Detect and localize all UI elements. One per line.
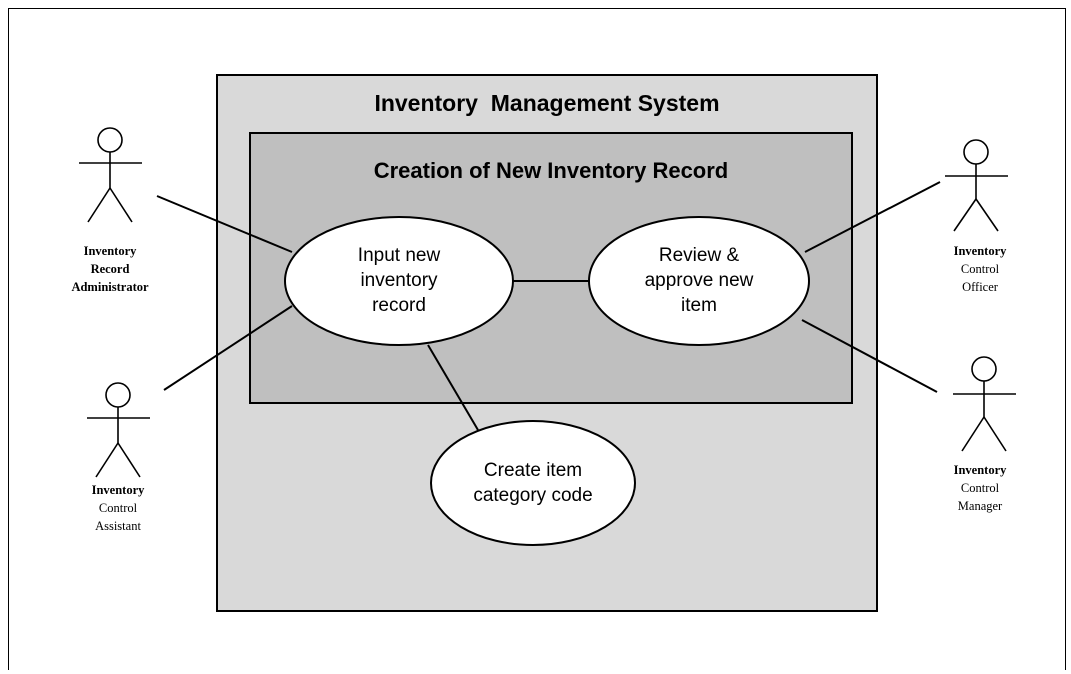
actor-officer-label-line-2: Control — [960, 262, 1000, 276]
actor-assistant-label-line-3: Assistant — [95, 519, 141, 533]
association-input-create — [427, 344, 479, 431]
actor-admin-label-line-3: Administrator — [71, 280, 149, 294]
actor-manager-label-line-3: Manager — [957, 499, 1003, 513]
association-officer-review — [804, 181, 941, 253]
use-case-review-approve — [588, 216, 810, 346]
use-case-create-category — [430, 420, 636, 546]
actor-manager-label-line-1: Inventory — [953, 463, 1007, 477]
actor-assistant-label: Inventory Control Assistant — [63, 481, 173, 535]
actor-manager-label: Inventory Control Manager — [925, 461, 1035, 515]
actor-admin-figure — [79, 127, 142, 223]
actor-officer-label: Inventory Control Officer — [925, 242, 1035, 296]
association-assistant-input — [163, 305, 293, 391]
subsystem-title: Creation of New Inventory Record — [373, 158, 729, 183]
system-title: Inventory Management System — [374, 90, 720, 116]
actor-admin-label-line-2: Record — [90, 262, 130, 276]
use-case-input-record — [284, 216, 514, 346]
association-manager-review — [801, 319, 938, 393]
actor-assistant-figure — [87, 382, 150, 478]
actor-manager-label-line-2: Control — [960, 481, 1000, 495]
actor-officer-label-line-3: Officer — [962, 280, 998, 294]
actor-assistant-label-line-2: Control — [98, 501, 138, 515]
actor-officer-label-line-1: Inventory — [953, 244, 1007, 258]
diagram-frame — [8, 8, 1066, 670]
actor-admin-label: Inventory Record Administrator — [55, 242, 165, 296]
association-admin-input — [156, 195, 293, 253]
actor-manager-figure — [953, 356, 1016, 452]
actor-admin-label-line-1: Inventory — [83, 244, 137, 258]
actor-officer-figure — [945, 139, 1008, 232]
actor-assistant-label-line-1: Inventory — [91, 483, 145, 497]
